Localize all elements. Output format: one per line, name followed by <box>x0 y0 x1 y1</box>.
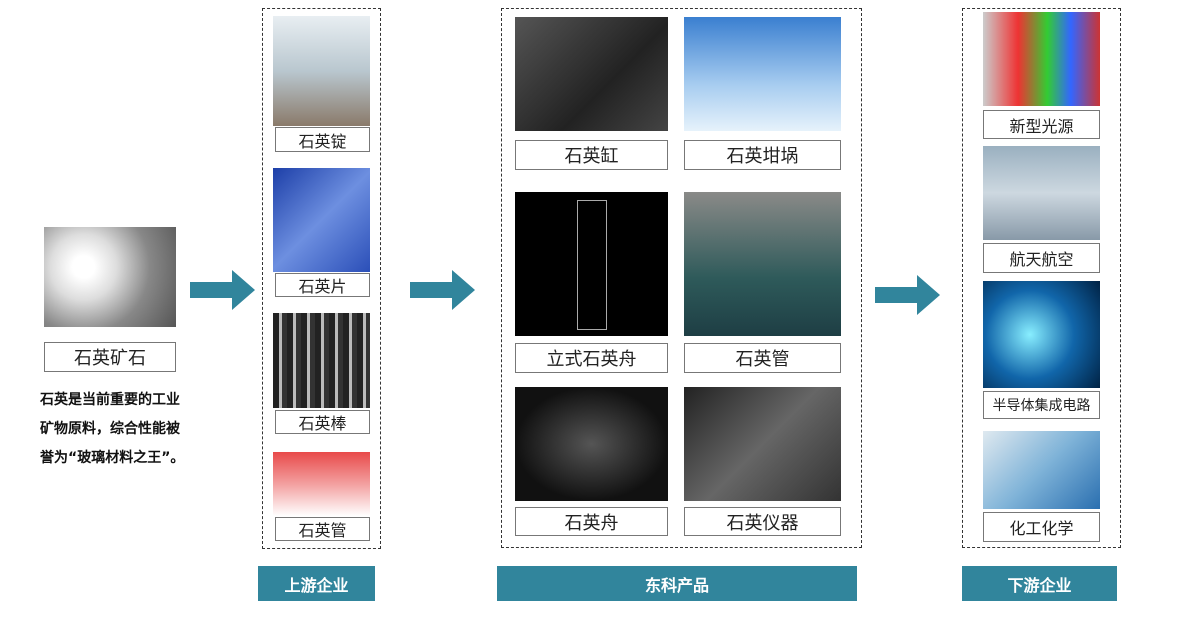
upstream-item-label: 石英管 <box>275 517 370 541</box>
arrow-right-icon <box>875 275 940 315</box>
downstream-banner: 下游企业 <box>962 566 1117 601</box>
upstream-item-label: 石英锭 <box>275 127 370 152</box>
quartz-tube-product-image <box>684 192 841 336</box>
quartz-ore-image <box>44 227 176 327</box>
products-group <box>501 8 862 548</box>
vertical-quartz-boat-image <box>515 192 668 336</box>
description-line: 誉为“玻璃材料之王”。 <box>40 450 185 466</box>
upstream-group <box>262 8 381 549</box>
quartz-boat-image <box>515 387 668 501</box>
quartz-instrument-image <box>684 387 841 501</box>
downstream-item-label: 航天航空 <box>983 243 1100 273</box>
quartz-rod-image <box>273 313 370 408</box>
quartz-tube-image <box>273 452 370 516</box>
quartz-plate-image <box>273 168 370 272</box>
product-item-label: 石英管 <box>684 343 841 373</box>
description-line: 石英是当前重要的工业 <box>40 392 180 408</box>
upstream-item-label: 石英棒 <box>275 410 370 434</box>
product-item-label: 石英坩埚 <box>684 140 841 170</box>
quartz-description: 石英是当前重要的工业 矿物原料，综合性能被 誉为“玻璃材料之王”。 <box>40 386 184 473</box>
chemistry-image <box>983 431 1100 509</box>
light-source-image <box>983 12 1100 106</box>
upstream-banner: 上游企业 <box>258 566 375 601</box>
quartz-crucible-image <box>684 17 841 131</box>
downstream-item-label: 新型光源 <box>983 110 1100 139</box>
upstream-item-label: 石英片 <box>275 273 370 297</box>
product-item-label: 石英舟 <box>515 507 668 536</box>
downstream-item-label: 化工化学 <box>983 512 1100 542</box>
semiconductor-image <box>983 281 1100 388</box>
quartz-ingot-image <box>273 16 370 126</box>
aerospace-image <box>983 146 1100 240</box>
quartz-ore-label: 石英矿石 <box>44 342 176 372</box>
quartz-tank-image <box>515 17 668 131</box>
downstream-item-label: 半导体集成电路 <box>983 391 1100 419</box>
product-item-label: 石英仪器 <box>684 507 841 536</box>
description-line: 矿物原料，综合性能被 <box>40 421 180 437</box>
downstream-group <box>962 8 1121 548</box>
arrow-right-icon <box>410 270 475 310</box>
product-item-label: 立式石英舟 <box>515 343 668 373</box>
arrow-right-icon <box>190 270 255 310</box>
product-item-label: 石英缸 <box>515 140 668 170</box>
products-banner: 东科产品 <box>497 566 857 601</box>
